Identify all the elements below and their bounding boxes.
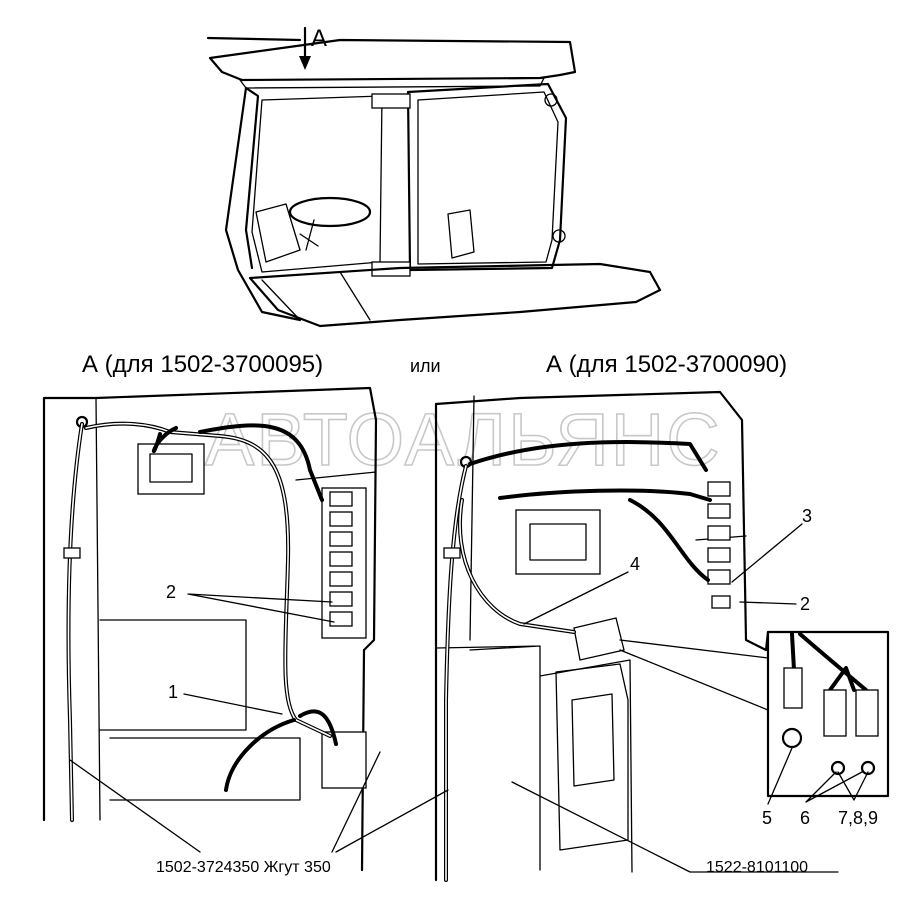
right-view-title: А (для 1502-3700090) — [546, 351, 787, 378]
steering-wheel — [288, 196, 372, 228]
leader-6 — [805, 771, 863, 803]
steering-column — [299, 219, 319, 251]
left-relay-core — [149, 453, 193, 483]
detail-eyelet-5 — [781, 727, 803, 749]
callout-1: 1 — [168, 682, 178, 702]
right-tank — [555, 663, 629, 851]
door-latch-bottom — [552, 229, 566, 243]
detail-wire-right — [798, 632, 868, 692]
watermark: АВТОАЛЬЯНС — [205, 398, 722, 481]
detail-connector-5 — [783, 667, 803, 709]
detail-eyelet-7 — [860, 760, 876, 776]
left-panel: 2 1 1502-3724350 Жгут 350 — [42, 386, 381, 876]
right-relay-core — [529, 523, 587, 561]
callout-2-left: 2 — [166, 582, 176, 602]
left-clip — [63, 547, 81, 559]
cab-fender — [248, 262, 662, 328]
callout-4: 4 — [630, 554, 640, 574]
left-fuse-stack — [329, 491, 353, 627]
left-connector-block — [321, 731, 367, 789]
left-harness-side — [198, 423, 324, 502]
part-label: 1522-8101100 — [706, 859, 808, 876]
or-label: или — [410, 356, 441, 376]
right-harness-main — [444, 464, 468, 882]
right-harness-top — [468, 440, 712, 502]
view-arrow-head — [299, 56, 311, 70]
leader-harness-right — [335, 789, 449, 853]
callout-2-right: 2 — [800, 594, 810, 614]
callout-789: 7,8,9 — [838, 808, 878, 828]
cab-floor — [261, 271, 371, 321]
leader-1 — [183, 693, 283, 715]
right-clip — [443, 547, 461, 559]
leader-3 — [731, 523, 803, 583]
leader-5 — [767, 747, 793, 805]
left-harness-branch — [151, 426, 338, 792]
detail-pointer — [619, 639, 769, 711]
detail-connector-6b — [855, 689, 879, 737]
right-panel-inner — [435, 395, 747, 873]
leader-4 — [523, 571, 629, 625]
left-view-title: А (для 1502-3700095) — [82, 351, 323, 378]
callout-6: 6 — [800, 808, 810, 828]
view-marker-label: A — [311, 25, 327, 52]
cab-side-window — [251, 95, 383, 273]
cab-roof-edge — [239, 77, 545, 89]
cab-roof — [206, 36, 577, 82]
right-panel: 3 2 4 5 6 7,8,9 1522-8101100 — [335, 390, 890, 882]
cab-left-post — [224, 86, 302, 322]
cab-view: A — [206, 25, 662, 328]
cab-door-glass — [417, 91, 559, 265]
leader-789 — [837, 771, 869, 801]
door-latch-top — [544, 93, 558, 107]
harness-label: 1502-3724350 Жгут 350 — [156, 859, 331, 876]
leader-harness — [69, 751, 381, 853]
detail-connector-6a — [823, 689, 847, 737]
detail-wire-left — [790, 632, 796, 672]
detail-eyelet-6 — [830, 760, 846, 776]
right-connector-cluster — [573, 617, 625, 661]
detail-wire-branch — [828, 666, 856, 692]
leader-2-left — [187, 593, 335, 623]
cab-door — [406, 82, 568, 272]
seat — [255, 203, 475, 263]
hinge-top — [371, 93, 411, 109]
leader-2-right — [739, 601, 797, 605]
callout-5: 5 — [762, 808, 772, 828]
detail-box — [766, 630, 890, 798]
left-panel-inner — [95, 397, 377, 821]
leader-part — [511, 781, 839, 873]
left-relay-box — [137, 443, 205, 495]
callout-3: 3 — [802, 506, 812, 526]
right-panel-outline — [434, 390, 770, 882]
right-fuse-stack — [707, 481, 731, 609]
right-relay-box — [515, 509, 601, 575]
